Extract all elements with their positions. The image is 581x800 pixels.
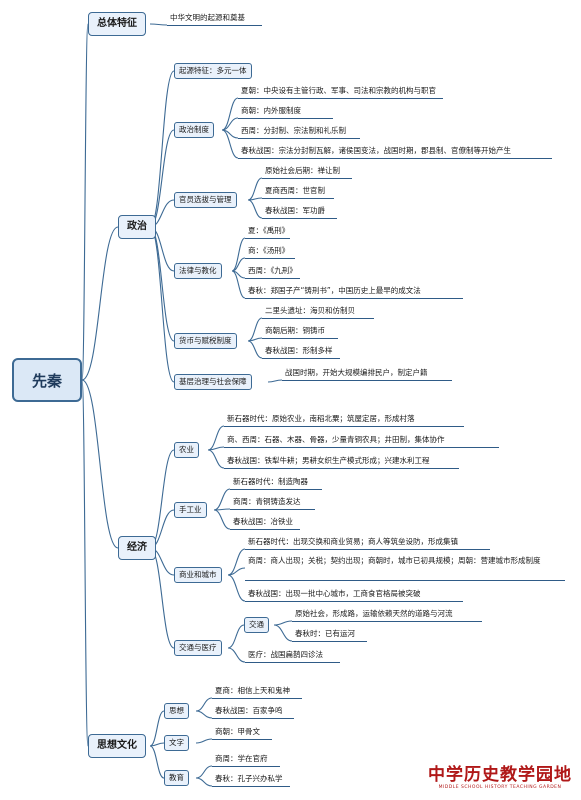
connector <box>149 70 175 228</box>
thought-item: 春秋战国：百家争鸣 <box>212 704 294 719</box>
watermark-subtitle: MIDDLE SCHOOL HISTORY TEACHING GARDEN <box>438 785 562 790</box>
culture-writing[interactable]: 文字 <box>164 735 189 751</box>
grassroots-leaf: 战国时期，开始大规模编排民户，制定户籍 <box>282 366 452 381</box>
overall-leaf: 中华文明的起源和奠基 <box>167 11 262 26</box>
connector <box>149 226 175 342</box>
economy-transport[interactable]: 交通与医疗 <box>174 640 222 656</box>
connector <box>227 624 245 649</box>
agriculture-item: 新石器时代：原始农业，南稻北粟；筑屋定居，形成村落 <box>224 412 464 427</box>
connector <box>207 449 225 469</box>
system-item: 春秋战国：宗法分封制瓦解，诸侯国变法，战国时期，郡县制、官僚制等开始产生 <box>238 144 552 159</box>
connector <box>149 547 175 649</box>
connector <box>231 270 246 299</box>
politics-law[interactable]: 法律与教化 <box>174 263 222 279</box>
branch-overall[interactable]: 总体特征 <box>88 12 146 36</box>
connector <box>195 697 213 712</box>
politics-grassroots[interactable]: 基层治理与社会保障 <box>174 374 252 390</box>
agriculture-item: 春秋战国：铁犁牛耕；男耕女织生产模式形成；兴建水利工程 <box>224 454 459 469</box>
writing-item: 商朝：甲骨文 <box>212 725 272 740</box>
law-item: 夏：《禹刑》 <box>245 224 290 239</box>
connector <box>227 567 246 576</box>
economy-commerce[interactable]: 商业和城市 <box>174 567 222 583</box>
politics-origin[interactable]: 起源特征：多元一体 <box>174 63 252 79</box>
commerce-item: 春秋战国：出现一批中心城市，工商食官格局被突破 <box>245 587 463 602</box>
economy-agriculture[interactable]: 农业 <box>174 442 199 458</box>
connector <box>231 237 246 272</box>
connector <box>247 177 263 201</box>
currency-item: 二里头遗址：海贝和仿制贝 <box>262 304 374 319</box>
traffic-item: 原始社会，形成路，运输依赖天然的道路与河流 <box>292 607 482 622</box>
politics-currency[interactable]: 货币与赋税制度 <box>174 333 237 349</box>
connector <box>273 624 293 642</box>
thought-item: 夏商：相信上天和鬼神 <box>212 684 302 699</box>
politics-officials[interactable]: 官员选拔与管理 <box>174 192 237 208</box>
law-item: 商：《汤刑》 <box>245 244 295 259</box>
watermark-logo: 中学历史教学园地 MIDDLE SCHOOL HISTORY TEACHING … <box>425 760 575 790</box>
system-item: 商朝：内外服制度 <box>238 104 333 119</box>
agriculture-item: 商、西周：石器、木器、骨器，少量青铜农具；井田制，集体协作 <box>224 433 499 448</box>
connector <box>81 226 119 381</box>
connector <box>221 129 239 159</box>
connector <box>81 23 89 381</box>
law-item: 西周：《九刑》 <box>245 264 300 279</box>
handicraft-item: 商周：青铜铸造发达 <box>230 495 315 510</box>
connector <box>195 738 213 744</box>
connector <box>227 647 246 663</box>
connector <box>213 488 231 511</box>
law-item: 春秋：郑国子产“铸刑书”，中国历史上最早的成文法 <box>245 284 463 299</box>
connector <box>195 710 213 719</box>
system-item: 夏朝：中央设有主管行政、军事、司法和宗教的机构与职官 <box>238 84 443 99</box>
connector <box>221 97 239 131</box>
branch-culture[interactable]: 思想文化 <box>88 734 146 758</box>
education-item: 春秋：孔子兴办私学 <box>212 772 290 787</box>
connector <box>149 710 165 747</box>
connector <box>207 425 225 451</box>
education-item: 商周：学在官府 <box>212 752 280 767</box>
watermark-title: 中学历史教学园地 <box>428 765 572 785</box>
handicraft-item: 新石器时代：制造陶器 <box>230 475 322 490</box>
connector <box>149 23 168 26</box>
economy-handicraft[interactable]: 手工业 <box>174 502 207 518</box>
connector <box>149 745 165 779</box>
politics-system[interactable]: 政治制度 <box>174 122 214 138</box>
connector <box>227 548 246 576</box>
connector <box>195 777 213 787</box>
commerce-item: 商周：商人出现；关税；契约出现；商朝时，城市已初具规模；周朝：营建城市形成制度 <box>245 555 565 581</box>
handicraft-item: 春秋战国：冶铁业 <box>230 515 300 530</box>
officials-item: 原始社会后期：禅让制 <box>262 164 352 179</box>
connector <box>81 379 119 549</box>
culture-education[interactable]: 教育 <box>164 770 189 786</box>
currency-item: 商朝后期：铜铸币 <box>262 324 338 339</box>
currency-item: 春秋战国：形制多样 <box>262 344 340 359</box>
culture-thought[interactable]: 思想 <box>164 703 189 719</box>
commerce-item: 新石器时代：出现交换和商业贸易；商人等筑垒设防，形成集镇 <box>245 535 490 550</box>
officials-item: 夏商西周：世官制 <box>262 184 334 199</box>
system-item: 西周：分封制、宗法制和礼乐制 <box>238 124 360 139</box>
connector <box>81 379 89 747</box>
connector <box>247 199 263 219</box>
connector <box>247 340 263 359</box>
connector <box>149 449 175 549</box>
connector <box>213 509 231 530</box>
connector <box>273 620 293 626</box>
connector <box>267 379 283 383</box>
officials-item: 春秋战国：军功爵 <box>262 204 337 219</box>
traffic-item: 春秋时：已有运河 <box>292 627 367 642</box>
connector <box>247 317 263 342</box>
connector <box>195 765 213 779</box>
transport-traffic[interactable]: 交通 <box>244 617 269 633</box>
branch-politics[interactable]: 政治 <box>118 215 156 239</box>
connector <box>227 574 246 602</box>
transport-medical: 医疗：战国扁鹊四诊法 <box>245 648 340 663</box>
root-node[interactable]: 先秦 <box>12 358 82 402</box>
branch-economy[interactable]: 经济 <box>118 536 156 560</box>
connector <box>149 742 165 747</box>
